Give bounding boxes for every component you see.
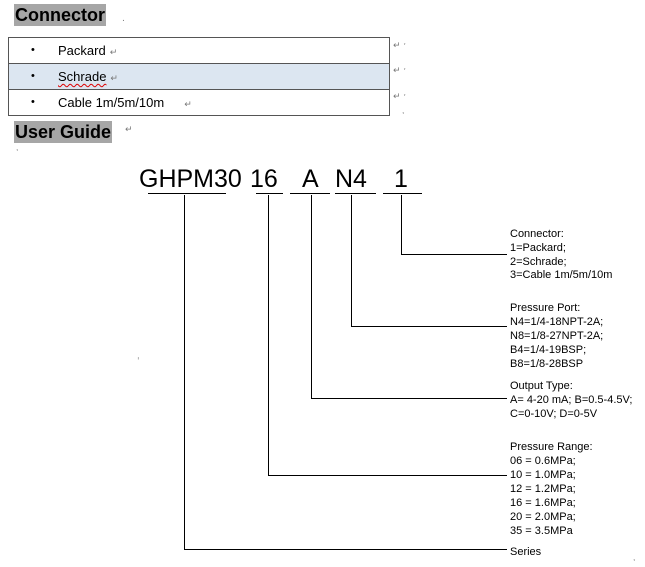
range-desc-line: 06 = 0.6MPa; — [510, 455, 576, 467]
range-desc-line: 16 = 1.6MPa; — [510, 497, 576, 509]
table-row: • Packard↵ — [9, 38, 389, 64]
leader-series — [184, 195, 507, 550]
leader-output — [311, 195, 507, 399]
list-item: Packard↵ — [58, 43, 118, 58]
return-mark: ↵ — [184, 99, 192, 109]
cell-end-mark: ↵ ˑ — [393, 92, 407, 102]
table-row: • Cable 1m/5m/10m↵ — [9, 90, 389, 116]
return-mark: ↵ — [110, 73, 118, 83]
heading-return-mark: ↵ — [125, 125, 133, 135]
cell-end-mark: ↵ ˑ — [393, 66, 407, 76]
return-mark: ↵ — [109, 47, 118, 57]
leader-range — [268, 195, 507, 476]
leader-port — [351, 195, 507, 327]
port-desc-line: N4=1/4-18NPT-2A; — [510, 316, 603, 328]
range-desc-line: 12 = 1.2MPa; — [510, 483, 576, 495]
paragraph-mark: ˑ — [633, 557, 637, 567]
list-item: Cable 1m/5m/10m↵ — [58, 95, 192, 110]
code-port: N4 — [335, 165, 367, 193]
code-output: A — [302, 165, 319, 193]
connector-desc-line: 3=Cable 1m/5m/10m — [510, 269, 612, 281]
series-desc-title: Series — [510, 546, 542, 558]
code-series: GHPM30 — [139, 165, 242, 193]
output-desc-line: C=0-10V; D=0-5V — [510, 408, 598, 420]
list-item: Schrade↵ — [58, 69, 118, 84]
bullet-icon: • — [31, 96, 35, 108]
leader-connector — [401, 195, 507, 255]
connector-table: • Packard↵ • Schrade↵ • Cable 1m/5m/10m↵ — [8, 37, 390, 116]
port-desc-line: B4=1/4-19BSP; — [510, 344, 586, 356]
port-desc-line: N8=1/8-27NPT-2A; — [510, 330, 603, 342]
bullet-icon: • — [31, 70, 35, 82]
output-desc-line: A= 4-20 mA; B=0.5-4.5V; — [510, 394, 633, 406]
port-desc-title: Pressure Port: — [510, 302, 580, 314]
connector-desc-title: Connector: — [510, 228, 564, 240]
output-desc-title: Output Type: — [510, 380, 573, 392]
range-desc-line: 20 = 2.0MPa; — [510, 511, 576, 523]
code-range: 16 — [250, 165, 278, 193]
stray-mark: ˈ — [137, 357, 140, 367]
user-guide-heading: User Guide — [14, 121, 113, 143]
port-desc-line: B8=1/8-28BSP — [510, 358, 583, 370]
paragraph-mark: ˑ — [16, 147, 20, 157]
range-desc-line: 10 = 1.0MPa; — [510, 469, 576, 481]
cell-end-mark: ↵ ˑ — [393, 41, 407, 51]
row-end-mark: ˑ — [402, 110, 406, 120]
heading-end-mark: . — [122, 14, 125, 24]
connector-desc-line: 2=Schrade; — [510, 256, 567, 268]
table-row: • Schrade↵ — [9, 64, 389, 90]
code-connector: 1 — [394, 165, 408, 193]
range-desc-line: 35 = 3.5MPa — [510, 525, 574, 537]
range-desc-title: Pressure Range: — [510, 441, 593, 453]
connector-heading: Connector — [14, 4, 106, 26]
connector-desc-line: 1=Packard; — [510, 242, 566, 254]
bullet-icon: • — [31, 44, 35, 56]
